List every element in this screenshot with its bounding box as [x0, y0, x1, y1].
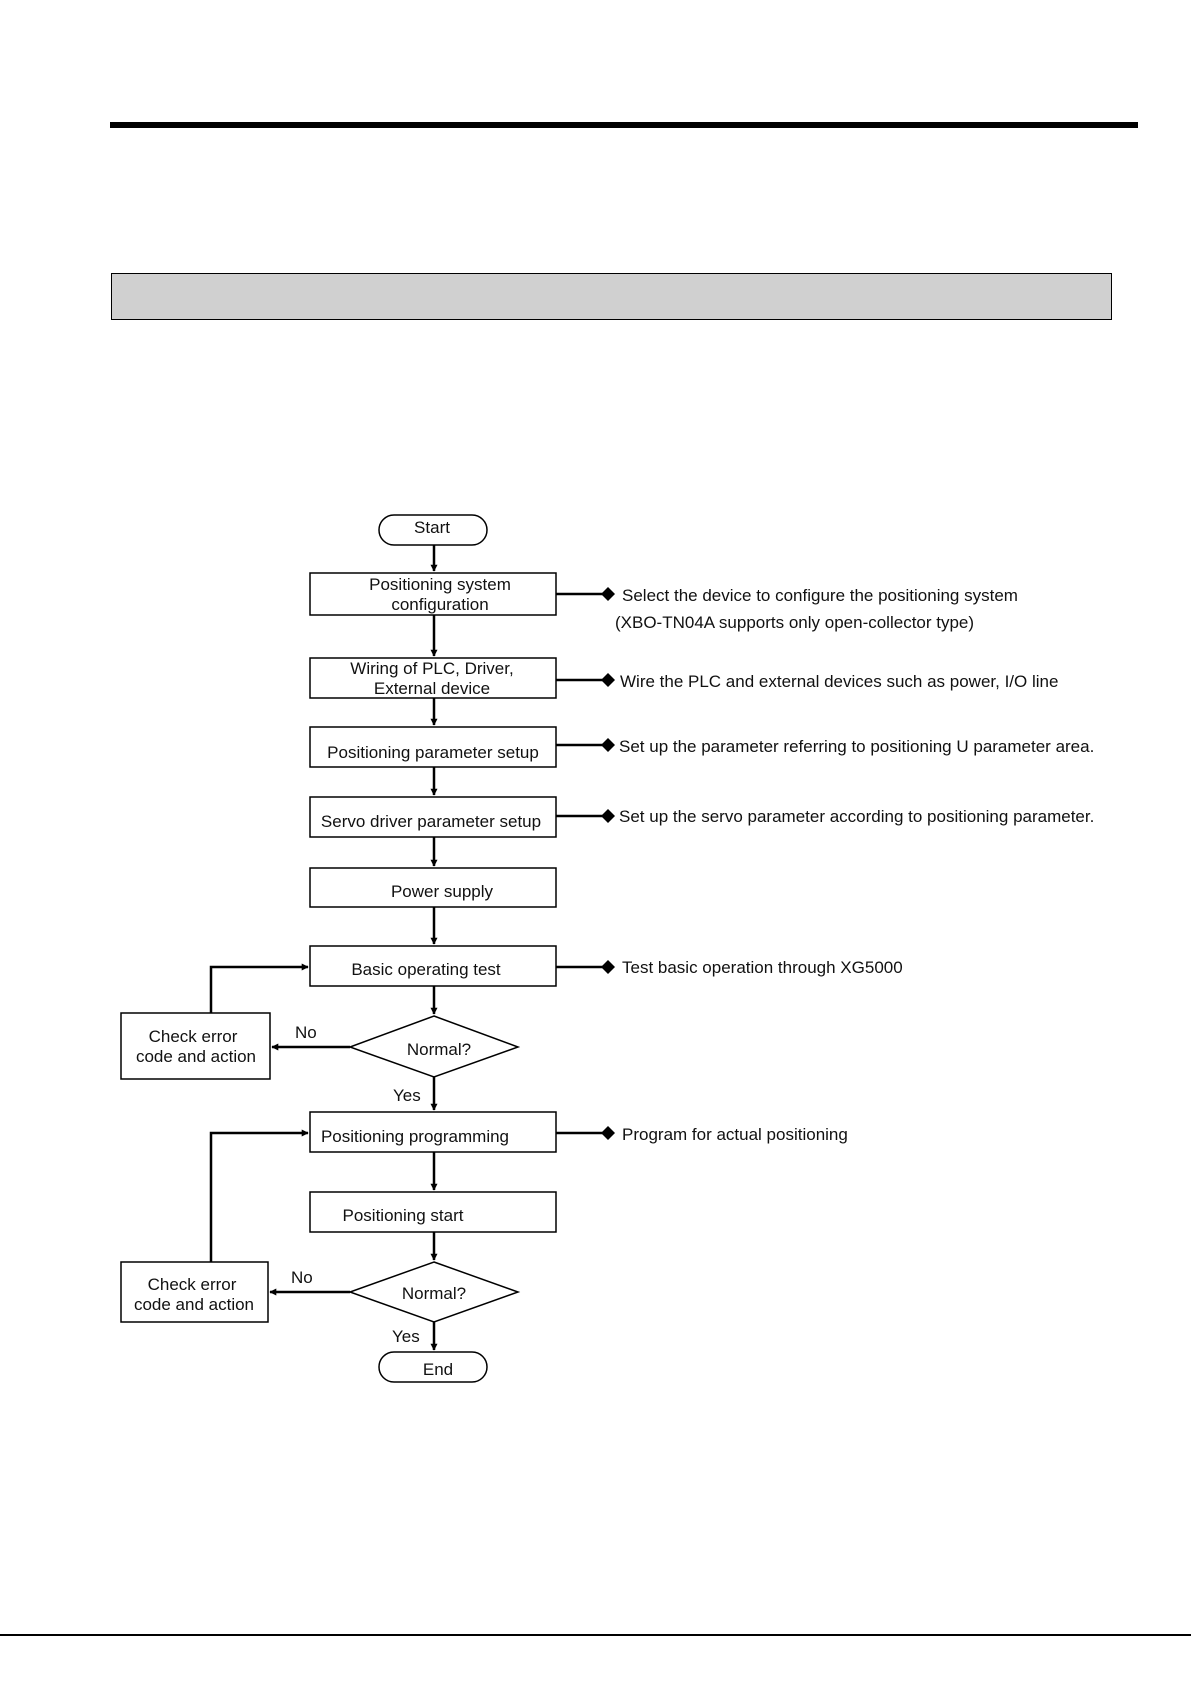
decision-normal-2-label: Normal?: [402, 1284, 466, 1303]
step-param-setup-label: Positioning parameter setup: [327, 743, 539, 762]
branch-no-1: No: [295, 1023, 317, 1042]
loop-back-1: [209, 963, 309, 1013]
step-basic-test-box: [309, 945, 557, 987]
note-basic-test: Test basic operation through XG5000: [622, 958, 903, 977]
error-box-2-label-1: Check error: [148, 1275, 237, 1294]
note-system-config-2: (XBO-TN04A supports only open-collector …: [615, 613, 974, 632]
step-system-config-box: [309, 572, 557, 616]
step-servo-setup-box: [309, 796, 557, 838]
step-power-box: [309, 867, 557, 908]
decision-normal-1-label: Normal?: [407, 1040, 471, 1059]
step-wiring-label-1: Wiring of PLC, Driver,: [350, 659, 513, 678]
step-power-label: Power supply: [391, 882, 494, 901]
error-box-1-label-1: Check error: [149, 1027, 238, 1046]
step-programming-box: [309, 1111, 557, 1153]
note-wiring: Wire the PLC and external devices such a…: [620, 672, 1058, 691]
note-programming: Program for actual positioning: [622, 1125, 848, 1144]
end-label: End: [423, 1360, 453, 1379]
error-box-1-label-2: code and action: [136, 1047, 256, 1066]
step-system-config-label-2: configuration: [391, 595, 488, 614]
header-rule: [110, 122, 1138, 128]
step-basic-test-label: Basic operating test: [351, 960, 501, 979]
note-servo-setup: Set up the servo parameter according to …: [619, 807, 1094, 826]
note-system-config-1: Select the device to configure the posit…: [622, 586, 1018, 605]
step-servo-setup-label: Servo driver parameter setup: [321, 812, 541, 831]
loop-back-2: [209, 1129, 309, 1262]
footer-rule: [0, 1634, 1191, 1636]
step-wiring-label-2: External device: [374, 679, 490, 698]
step-pos-start-label: Positioning start: [343, 1206, 464, 1225]
end-terminator: [378, 1351, 488, 1383]
start-label: Start: [414, 518, 450, 537]
error-box-2-label-2: code and action: [134, 1295, 254, 1314]
step-programming-label: Positioning programming: [321, 1127, 509, 1146]
error-box-1: [120, 1012, 271, 1080]
section-title-band: [111, 273, 1112, 320]
step-wiring-box: [309, 657, 557, 699]
branch-no-2: No: [291, 1268, 313, 1287]
step-system-config-label-1: Positioning system: [369, 575, 511, 594]
error-box-2: [120, 1261, 269, 1323]
branch-yes-2: Yes: [392, 1327, 420, 1346]
branch-yes-1: Yes: [393, 1086, 421, 1105]
step-pos-start-box: [309, 1191, 557, 1233]
step-param-setup-box: [309, 726, 557, 768]
note-param-setup: Set up the parameter referring to positi…: [619, 737, 1094, 756]
